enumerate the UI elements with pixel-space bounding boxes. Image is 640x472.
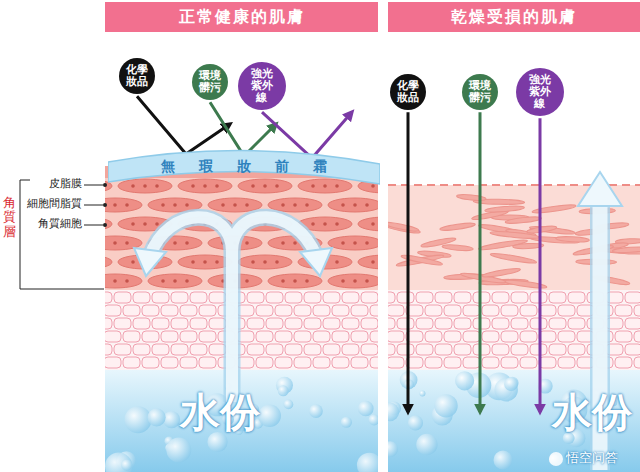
water-arrow <box>134 217 332 402</box>
factor-arrow <box>210 102 276 156</box>
water-label: 水份 <box>180 388 260 436</box>
factor-circle: 化學妝品 <box>390 74 427 111</box>
watermark-logo <box>549 452 563 466</box>
node-text: 正常健康的肌膚 <box>179 7 305 28</box>
factor-arrow <box>137 96 230 154</box>
factor-circle: 強光紫外線 <box>516 68 564 116</box>
layer-label: 細胞間脂質 <box>27 197 82 210</box>
layer-group-label: 角質層 <box>3 196 16 239</box>
node-text: 無瑕妝前霜 <box>137 158 351 176</box>
factor-arrow <box>407 112 410 412</box>
factor-circle: 環境髒污 <box>462 74 499 111</box>
node-text: 乾燥受損的肌膚 <box>451 7 577 28</box>
node-text: 強光紫外線 <box>251 68 274 104</box>
watermark: 悟空问答 <box>566 450 618 466</box>
layer-label: 角質細胞 <box>38 217 82 230</box>
panel-header: 正常健康的肌膚 <box>105 2 378 32</box>
node-text: 強光紫外線 <box>529 74 552 110</box>
factor-circle: 強光紫外線 <box>238 62 286 110</box>
factor-arrow <box>539 118 542 412</box>
node-text: 環境髒污 <box>469 80 492 104</box>
panel-header: 乾燥受損的肌膚 <box>388 2 640 32</box>
factor-circle: 化學妝品 <box>119 58 156 95</box>
layer-bracket <box>20 180 107 289</box>
layer-label: 皮脂膜 <box>49 177 82 190</box>
water-label: 水份 <box>552 388 632 436</box>
node-text: 化學妝品 <box>126 64 149 88</box>
node-text: 環境髒污 <box>199 70 222 94</box>
primer-layer: 無瑕妝前霜 <box>108 144 380 186</box>
node-text: 化學妝品 <box>397 80 420 104</box>
factor-arrow <box>479 112 482 412</box>
factor-circle: 環境髒污 <box>192 64 229 101</box>
